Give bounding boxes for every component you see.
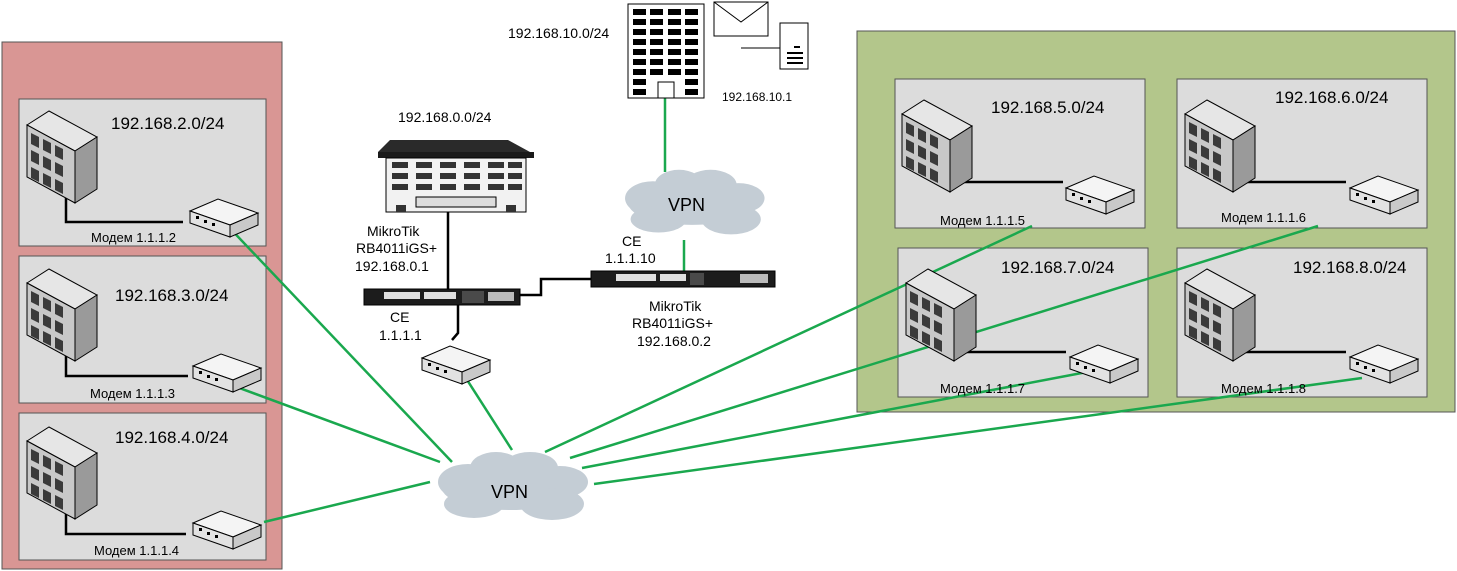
site-subnet-label: 192.168.4.0/24 (115, 428, 228, 447)
modem-label: Модем 1.1.1.8 (1221, 381, 1306, 396)
datacenter-icon (378, 140, 534, 213)
router2-role-label: CE (622, 233, 641, 249)
vpn-cloud-label: VPN (668, 195, 705, 215)
modem-label: Модем 1.1.1.6 (1221, 210, 1306, 225)
router1-role-label: CE (390, 309, 409, 325)
modem-label: Модем 1.1.1.7 (940, 381, 1025, 396)
site-subnet-label: 192.168.2.0/24 (111, 114, 224, 133)
site-subnet-label: 192.168.3.0/24 (115, 286, 228, 305)
site-subnet-label: 192.168.5.0/24 (991, 98, 1104, 117)
modem-label: Модем 1.1.1.3 (90, 386, 175, 401)
router1-model-label: RB4011iGS+ (356, 240, 437, 256)
router2-vendor-label: MikroTik (649, 298, 702, 314)
modem-label: Модем 1.1.1.2 (91, 230, 176, 245)
hq-subnet-label: 192.168.0.0/24 (398, 109, 492, 125)
router2-wan-label: 1.1.1.10 (605, 250, 656, 266)
router-icon (590, 270, 776, 288)
server-ip-label: 192.168.10.1 (722, 90, 792, 104)
modem-label: Модем 1.1.1.4 (94, 543, 179, 558)
modem-icon (421, 345, 491, 385)
router-icon (363, 288, 521, 306)
router1-vendor-label: MikroTik (367, 223, 420, 239)
router2-model-label: RB4011iGS+ (632, 315, 713, 331)
remote-office-tower-icon (627, 3, 705, 99)
site-subnet-label: 192.168.8.0/24 (1293, 258, 1406, 277)
router1-ip-label: 192.168.0.1 (355, 258, 429, 274)
remote-subnet-label: 192.168.10.0/24 (508, 25, 609, 41)
envelope-icon (713, 1, 769, 37)
modem-label: Модем 1.1.1.5 (940, 213, 1025, 228)
site-subnet-label: 192.168.7.0/24 (1001, 258, 1114, 277)
router1-wan-label: 1.1.1.1 (379, 327, 422, 343)
router2-ip-label: 192.168.0.2 (637, 333, 711, 349)
server-icon (779, 22, 809, 70)
vpn-links (195, 90, 1363, 524)
site-subnet-label: 192.168.6.0/24 (1275, 88, 1388, 107)
vpn-cloud-label: VPN (491, 482, 528, 502)
